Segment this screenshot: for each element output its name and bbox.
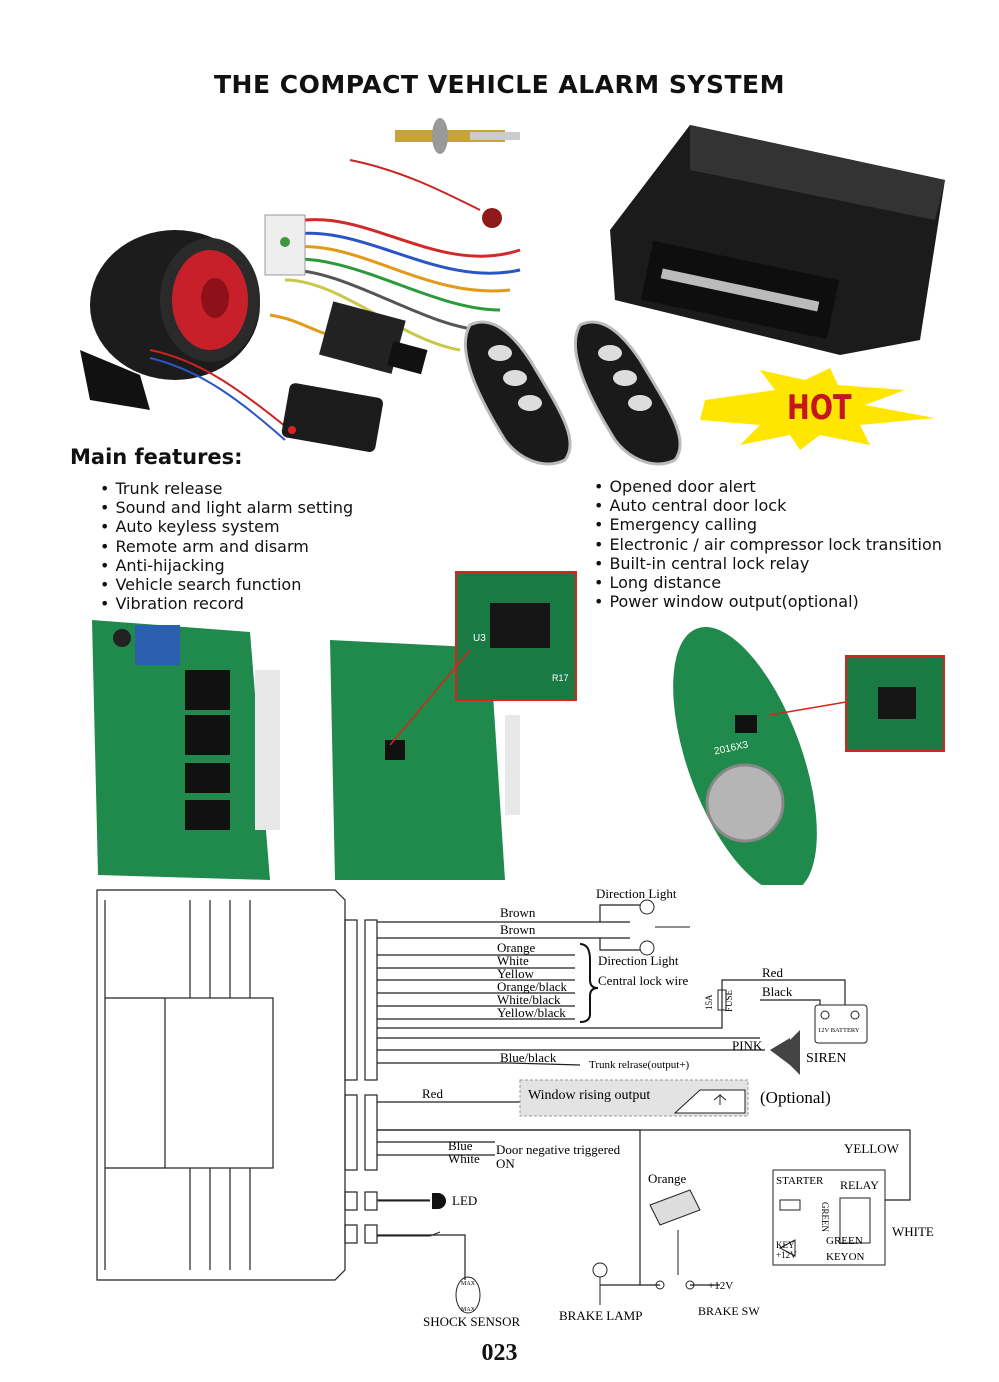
feature-item: Remote arm and disarm (100, 537, 353, 556)
brake-switch-icon (655, 1280, 665, 1290)
connector-pin-image (395, 118, 520, 154)
hot-badge (700, 368, 935, 450)
wiring-harness-image (264, 214, 521, 352)
label-wire-white: White (497, 953, 529, 968)
label-direction-light: Direction Light (598, 953, 679, 968)
ignition-relay-box (772, 1169, 886, 1266)
label-central-lock-wire: Central lock wire (598, 973, 688, 988)
feature-item: Power window output(optional) (594, 592, 942, 611)
label-on: ON (496, 1156, 515, 1171)
feature-item: Trunk release (100, 479, 353, 498)
label-brake-sw: BRAKE SW (698, 1304, 760, 1318)
feature-item: Built-in central lock relay (594, 554, 942, 573)
hood-switch-image (349, 159, 502, 228)
siren-icon (770, 1030, 800, 1075)
label-wire-yellow: Yellow (497, 966, 535, 981)
label-brown-1: Brown (500, 905, 536, 920)
label-shock-sensor: SHOCK SENSOR (423, 1314, 520, 1329)
features-heading: Main features: (70, 445, 243, 469)
brake-pedal-icon (649, 1189, 701, 1226)
label-plus12: +12V (776, 1250, 797, 1260)
feature-item: Vehicle search function (100, 575, 353, 594)
chip-zoom-inset (389, 571, 577, 746)
relay-image (269, 301, 428, 375)
feature-item: Anti-hijacking (100, 556, 353, 575)
feature-item: Opened door alert (594, 477, 942, 496)
label-fuse-amp: 15A (704, 994, 714, 1010)
feature-item: Emergency calling (594, 515, 942, 534)
main-unit-label-area (164, 997, 274, 1169)
label-orange: Orange (648, 1171, 686, 1186)
features-left-list: Trunk release Sound and light alarm sett… (100, 479, 353, 613)
label-starter: STARTER (776, 1175, 824, 1187)
label-wire-orange-black: Orange/black (497, 979, 568, 994)
main-board-image (92, 620, 280, 880)
label-blue: Blue (448, 1138, 473, 1153)
label-pink: PINK (732, 1038, 763, 1053)
remote-chip-zoom-inset (769, 655, 945, 752)
label-plus12v: +12V (708, 1280, 733, 1292)
remote-board-image (673, 627, 817, 885)
resistor-label: R17 (552, 673, 569, 683)
led-icon (432, 1193, 446, 1209)
siren-image (80, 230, 260, 410)
label-door-trigger: Door negative triggered (496, 1142, 621, 1157)
label-relay: RELAY (840, 1178, 879, 1192)
label-white: White (448, 1151, 480, 1166)
label-red-battery: Red (762, 965, 783, 980)
label-wire-orange: Orange (497, 940, 535, 955)
label-battery: 12V BATTERY (818, 1027, 860, 1034)
page-title: THE COMPACT VEHICLE ALARM SYSTEM (213, 70, 785, 99)
label-max-top: MAX (461, 1281, 476, 1287)
shock-sensor-icon (455, 1276, 481, 1314)
remote-1-image (464, 320, 572, 466)
led-module-image (149, 349, 384, 452)
brake-lamp-icon (592, 1262, 608, 1278)
label-wire-yellow-black: Yellow/black (497, 1005, 566, 1020)
label-yellow: YELLOW (844, 1141, 900, 1156)
label-green-vertical: GREEN (820, 1202, 830, 1232)
control-box-image (610, 125, 945, 355)
feature-item: Auto keyless system (100, 517, 353, 536)
label-key: KEY (776, 1240, 795, 1250)
product-photos (80, 118, 945, 466)
label-brake-lamp: BRAKE LAMP (559, 1308, 642, 1323)
feature-item: Sound and light alarm setting (100, 498, 353, 517)
feature-item: Auto central door lock (594, 496, 942, 515)
label-black-battery: Black (762, 984, 793, 999)
label-green: GREEN (826, 1235, 863, 1247)
label-window-output: Window rising output (528, 1088, 650, 1103)
main-unit-box (96, 889, 346, 1281)
label-blue-black: Blue/black (500, 1050, 557, 1065)
label-max-bottom: MAX (461, 1307, 476, 1313)
label-direction-light-top: Direction Light (596, 886, 677, 901)
label-keyon: KEYON (826, 1251, 865, 1263)
remote-2-image (574, 320, 682, 466)
label-siren: SIREN (806, 1051, 846, 1066)
label-wire-white-black: White/black (497, 992, 561, 1007)
hot-label: HOT (787, 388, 852, 428)
label-white-ignition: WHITE (892, 1224, 934, 1239)
features-right-list: Opened door alert Auto central door lock… (594, 477, 942, 611)
feature-item: Vibration record (100, 594, 353, 613)
pcb-photos (92, 571, 945, 885)
label-brown-2: Brown (500, 922, 536, 937)
label-fuse: FUSE (724, 989, 734, 1012)
wiring-diagram: Direction Light Brown Brown Orange White… (96, 886, 934, 1329)
battery-icon (814, 1004, 868, 1044)
label-trunk: Trunk relrase(output+) (589, 1059, 690, 1071)
label-led: LED (452, 1193, 477, 1208)
fuse-icon (717, 989, 727, 1011)
label-red-window: Red (422, 1086, 443, 1101)
chip-label: U3 (473, 633, 486, 644)
page-number: 023 (481, 1340, 518, 1366)
label-optional: (Optional) (760, 1088, 831, 1107)
feature-item: Long distance (594, 573, 942, 592)
feature-item: Electronic / air compressor lock transit… (594, 535, 941, 554)
